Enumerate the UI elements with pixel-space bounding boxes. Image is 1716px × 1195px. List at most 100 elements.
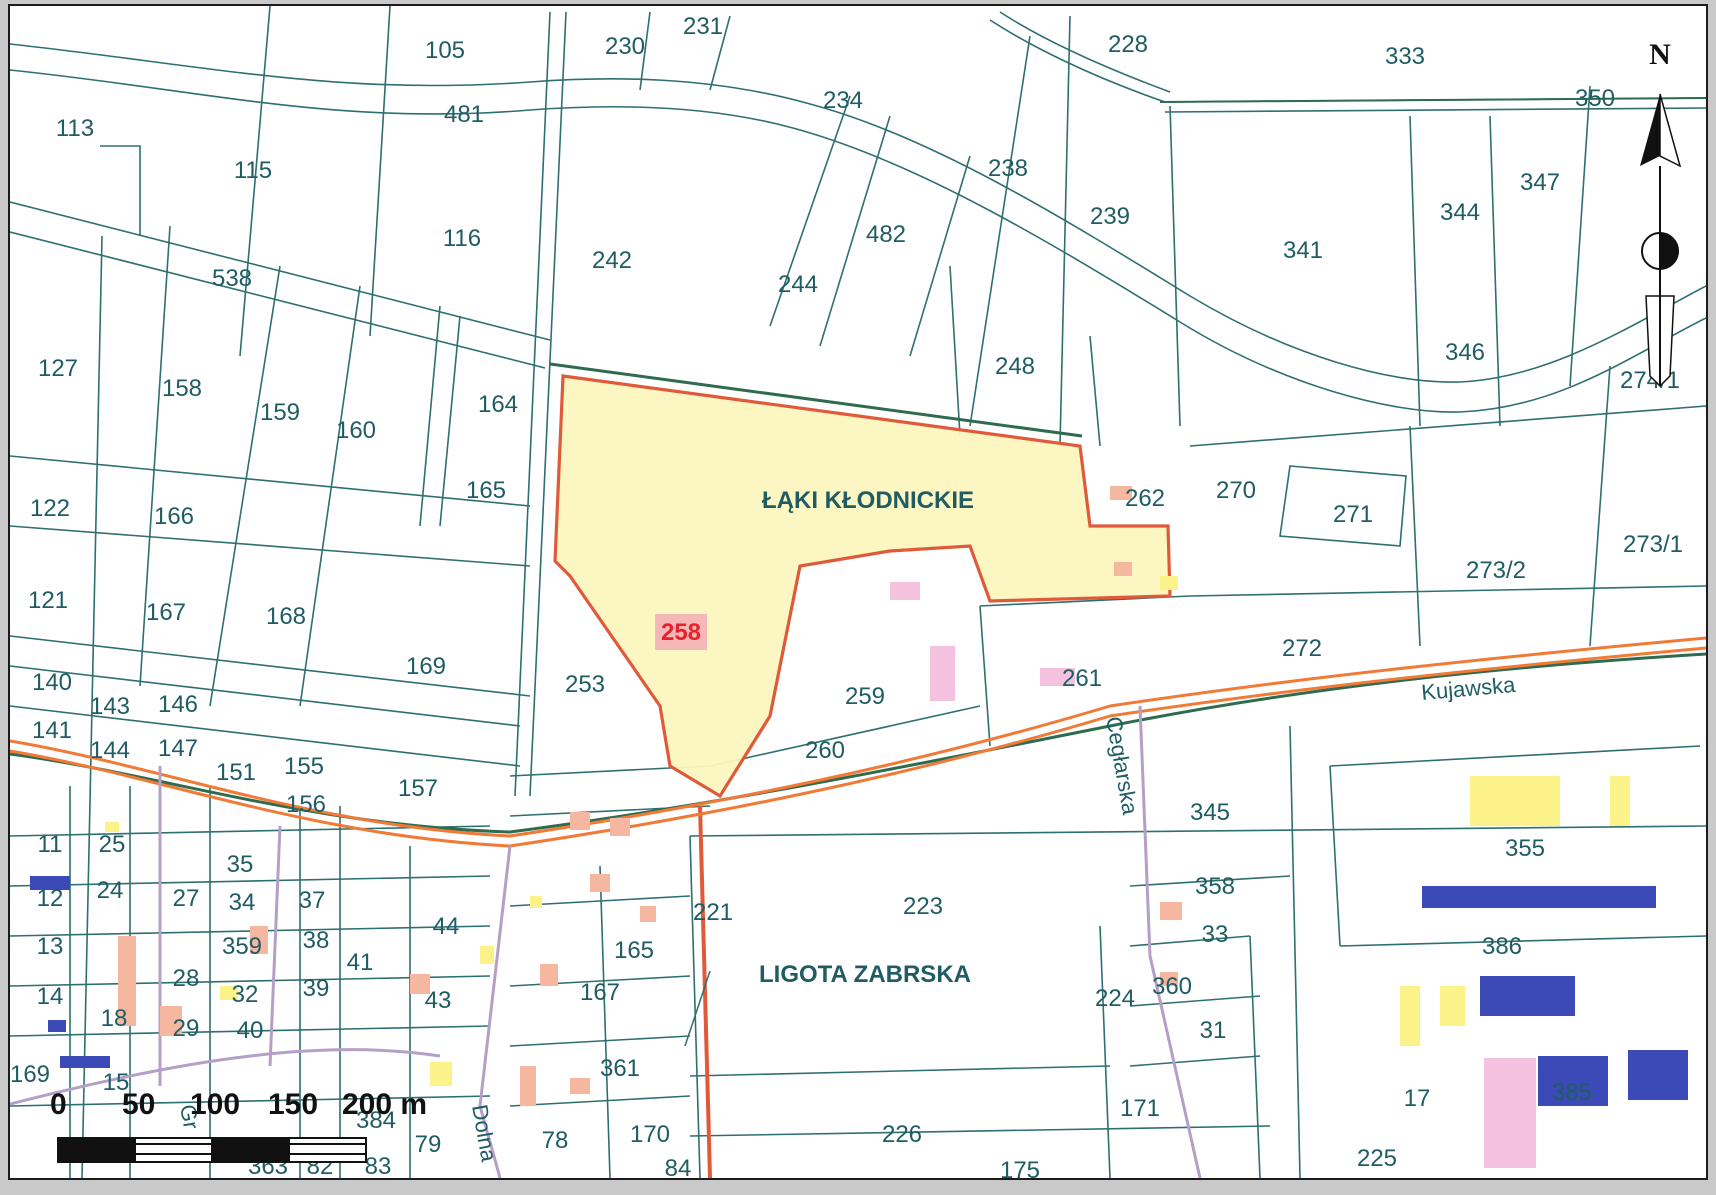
- building-blue: [60, 1056, 110, 1068]
- parcel-label: 158: [162, 375, 202, 402]
- parcel-boundaries: [10, 6, 1706, 1178]
- parcel-label: 27: [173, 885, 200, 912]
- parcel-label: 14: [37, 983, 64, 1010]
- scale-bar: 0 50 100 150 200 m: [50, 1088, 427, 1163]
- parcel-label: 165: [466, 477, 506, 504]
- parcel-label: 121: [28, 587, 68, 614]
- highlight-parcel-258[interactable]: [553, 374, 1172, 799]
- parcel-label: 143: [90, 693, 130, 720]
- parcel-label: 168: [266, 603, 306, 630]
- parcel-label: 228: [1108, 31, 1148, 58]
- parcel-label: 141: [32, 717, 72, 744]
- building-blue: [1480, 976, 1575, 1016]
- leader-line: [684, 970, 711, 1047]
- area-label-ligota-zabrska: LIGOTA ZABRSKA: [759, 961, 971, 988]
- parcel-label: 231: [683, 13, 723, 40]
- parcel-258-label-bg: [655, 614, 707, 650]
- parcel-label: 260: [805, 737, 845, 764]
- building-res: [570, 812, 590, 830]
- scale-tick-label: 150: [268, 1088, 318, 1121]
- parcel-label: 224: [1095, 985, 1135, 1012]
- parcel-label: 146: [158, 691, 198, 718]
- parcel-label: 221: [693, 899, 733, 926]
- parcel-label: 386: [1482, 933, 1522, 960]
- scale-inner-line: [57, 1143, 367, 1155]
- parcel-labels: 105 230 231 228 333 113 481 234 350 115 …: [10, 13, 1683, 1178]
- scale-tick-label: 100: [190, 1088, 240, 1121]
- parcel-label: 13: [37, 933, 64, 960]
- parcel-label: 481: [444, 101, 484, 128]
- parcel-label: 32: [232, 981, 259, 1008]
- building-yellow: [1470, 776, 1560, 826]
- parcel-label: 244: [778, 271, 818, 298]
- parcel-label: 346: [1445, 339, 1485, 366]
- building-res: [540, 964, 558, 986]
- north-arrow: N: [1640, 38, 1682, 388]
- parcel-label: 40: [237, 1017, 264, 1044]
- street-label-gr: Gr: [175, 1103, 204, 1131]
- building-yellow: [1160, 576, 1178, 590]
- parcel-label: 361: [600, 1055, 640, 1082]
- parcel-label: 28: [173, 965, 200, 992]
- parcel-label: 234: [823, 87, 863, 114]
- building-res: [570, 1078, 590, 1094]
- parcel-label: 159: [260, 399, 300, 426]
- parcel-label: 384: [356, 1107, 396, 1134]
- building-yellow: [1400, 986, 1420, 1046]
- parcel-label: 344: [1440, 199, 1480, 226]
- parcel-label: 165: [614, 937, 654, 964]
- parcel-label: 140: [32, 669, 72, 696]
- parcel-label: 273/2: [1466, 557, 1526, 584]
- building-res: [160, 1006, 182, 1036]
- parcel-label: 164: [478, 391, 518, 418]
- scale-tick-label: 0: [50, 1088, 67, 1121]
- scale-segment: [134, 1137, 213, 1163]
- parcel-label: 83: [365, 1153, 392, 1178]
- parcel-label: 160: [336, 417, 376, 444]
- scale-tick-label: 200 m: [342, 1088, 427, 1121]
- building-yellow: [430, 1062, 452, 1086]
- building-res: [1110, 486, 1132, 500]
- parcel-label: 166: [154, 503, 194, 530]
- parcel-label: 175: [1000, 1157, 1040, 1178]
- parcel-label: 238: [988, 155, 1028, 182]
- building-pink: [1484, 1058, 1536, 1168]
- parcel-label: 223: [903, 893, 943, 920]
- building-yellow: [220, 986, 238, 1000]
- parcel-label: 11: [38, 831, 63, 858]
- parcel-label: 33: [1202, 921, 1229, 948]
- parcel-label: 355: [1505, 835, 1545, 862]
- parcel-label: 360: [1152, 973, 1192, 1000]
- parcel-label: 44: [433, 913, 460, 940]
- red-boundary-south: [698, 805, 712, 1178]
- parcel-label: 230: [605, 33, 645, 60]
- building-res: [640, 906, 656, 922]
- parcel-label: 270: [1216, 477, 1256, 504]
- parcel-label: 171: [1120, 1095, 1160, 1122]
- parcel-label: 272: [1282, 635, 1322, 662]
- parcel-label: 347: [1520, 169, 1560, 196]
- building-yellow: [105, 822, 119, 832]
- parcel-label: 144: [90, 737, 130, 764]
- parcel-label: 239: [1090, 203, 1130, 230]
- building-res: [1160, 902, 1182, 920]
- parcel-label: 482: [866, 221, 906, 248]
- parcel-label: 242: [592, 247, 632, 274]
- parcel-label: 157: [398, 775, 438, 802]
- parcel-label: 17: [1404, 1085, 1431, 1112]
- parcel-label: 155: [284, 753, 324, 780]
- parcel-label: 24: [97, 877, 124, 904]
- building-res: [610, 818, 630, 836]
- parcel-label: 12: [37, 885, 64, 912]
- street-label-ceglarska: Cegłarska: [1101, 715, 1143, 818]
- parcel-label: 358: [1195, 873, 1235, 900]
- building-yellow: [480, 946, 494, 964]
- parcel-label: 167: [146, 599, 186, 626]
- building-res: [1114, 562, 1132, 576]
- building-res: [118, 936, 136, 1026]
- parcel-label-highlight: 258: [661, 619, 701, 646]
- parcel-label: 253: [565, 671, 605, 698]
- parcel-label: 156: [286, 791, 326, 818]
- parcel-label: 248: [995, 353, 1035, 380]
- building-blue: [30, 876, 70, 890]
